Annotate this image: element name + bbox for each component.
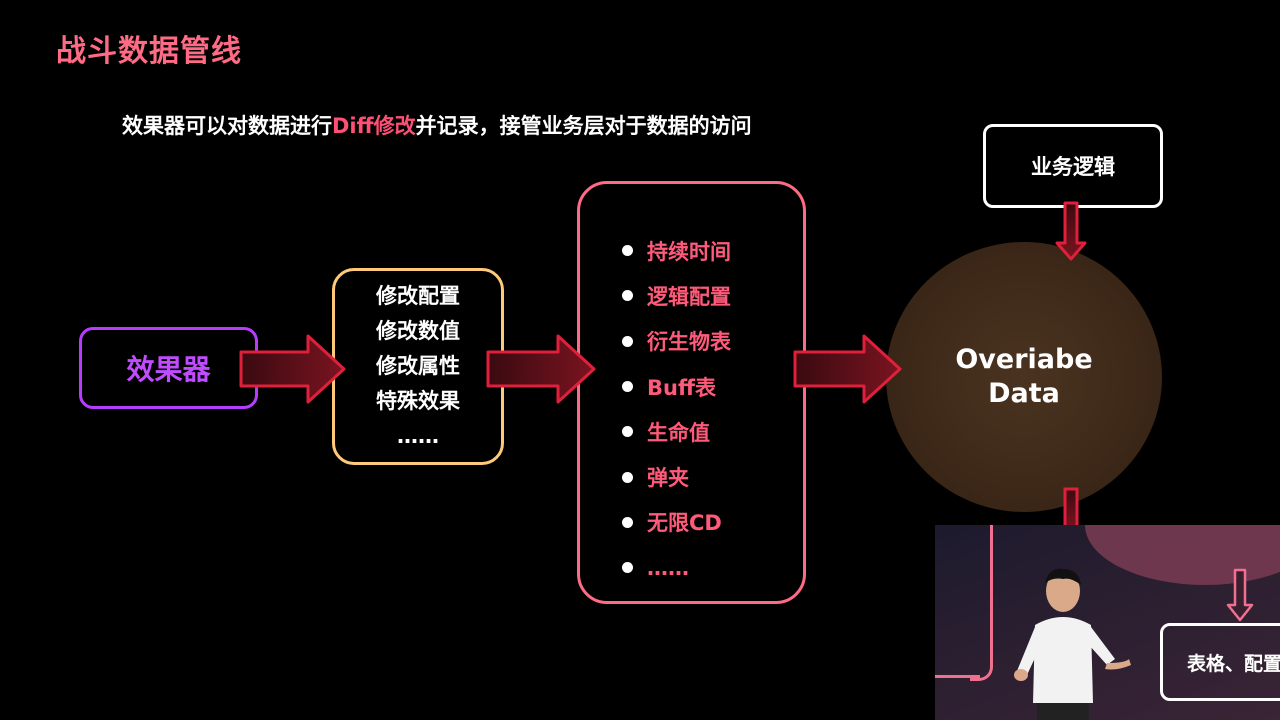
effect-box-label: 效果器 (126, 353, 211, 386)
data-item-label: Buff表 (647, 375, 716, 400)
table-config-box: 表格、配置 (1160, 623, 1280, 701)
video-connector-line (935, 675, 980, 678)
table-config-label: 表格、配置 (1187, 652, 1280, 675)
modify-item: 修改数值 (376, 319, 460, 343)
data-box: 持续时间 逻辑配置 衍生物表 Buff表 生命值 弹夹 无限CD …… (577, 181, 806, 604)
data-list-item: 无限CD (622, 500, 731, 545)
bullet-icon (622, 245, 633, 257)
subtitle-post: 并记录，接管业务层对于数据的访问 (415, 114, 752, 138)
data-item-label: 逻辑配置 (647, 284, 731, 309)
circle-line2: Data (988, 378, 1060, 409)
arrow-right-icon (793, 334, 902, 404)
subtitle-pre: 效果器可以对数据进行 (122, 114, 332, 138)
circle-line1: Overiabe (955, 344, 1093, 375)
bullet-icon (622, 426, 633, 438)
modify-item: …… (397, 424, 439, 448)
logic-box-label: 业务逻辑 (1031, 155, 1115, 179)
modify-item: 修改属性 (376, 354, 460, 378)
data-list-item: 弹夹 (622, 454, 731, 499)
modify-item: 特殊效果 (376, 389, 460, 413)
bullet-icon (622, 290, 633, 302)
data-list-item: 生命值 (622, 409, 731, 454)
data-list-item: 持续时间 (622, 228, 731, 273)
data-item-label: 弹夹 (647, 466, 689, 491)
bullet-icon (622, 516, 633, 528)
data-list: 持续时间 逻辑配置 衍生物表 Buff表 生命值 弹夹 无限CD …… (622, 228, 731, 590)
bullet-icon (622, 562, 633, 574)
slide-title: 战斗数据管线 (56, 34, 242, 69)
data-item-label: 无限CD (647, 511, 722, 536)
arrow-stub-icon (1063, 487, 1079, 531)
data-item-label: 持续时间 (647, 239, 731, 264)
data-item-label: …… (647, 555, 689, 580)
modify-item: 修改配置 (376, 284, 460, 308)
arrow-right-icon (239, 334, 346, 404)
data-item-label: 衍生物表 (647, 330, 731, 355)
speaker-video-overlay: 表格、配置 (935, 525, 1280, 720)
bullet-icon (622, 335, 633, 347)
arrow-right-icon (486, 334, 596, 404)
slide-subtitle: 效果器可以对数据进行Diff修改并记录，接管业务层对于数据的访问 (122, 110, 752, 140)
video-connector-corner (970, 653, 993, 681)
arrow-down-icon (1055, 201, 1087, 261)
bullet-icon (622, 381, 633, 393)
speaker-person-icon (1014, 568, 1131, 720)
data-list-item: Buff表 (622, 364, 731, 409)
data-list-item: …… (622, 545, 731, 590)
video-connector-line (990, 525, 993, 665)
data-list-item: 衍生物表 (622, 319, 731, 364)
override-data-circle: Overiabe Data (886, 242, 1162, 512)
subtitle-highlight: Diff修改 (332, 114, 416, 138)
bullet-icon (622, 471, 633, 483)
arrow-down-icon (1226, 568, 1254, 622)
video-arrow-layer (1226, 568, 1254, 622)
data-list-item: 逻辑配置 (622, 273, 731, 318)
data-item-label: 生命值 (647, 420, 710, 445)
